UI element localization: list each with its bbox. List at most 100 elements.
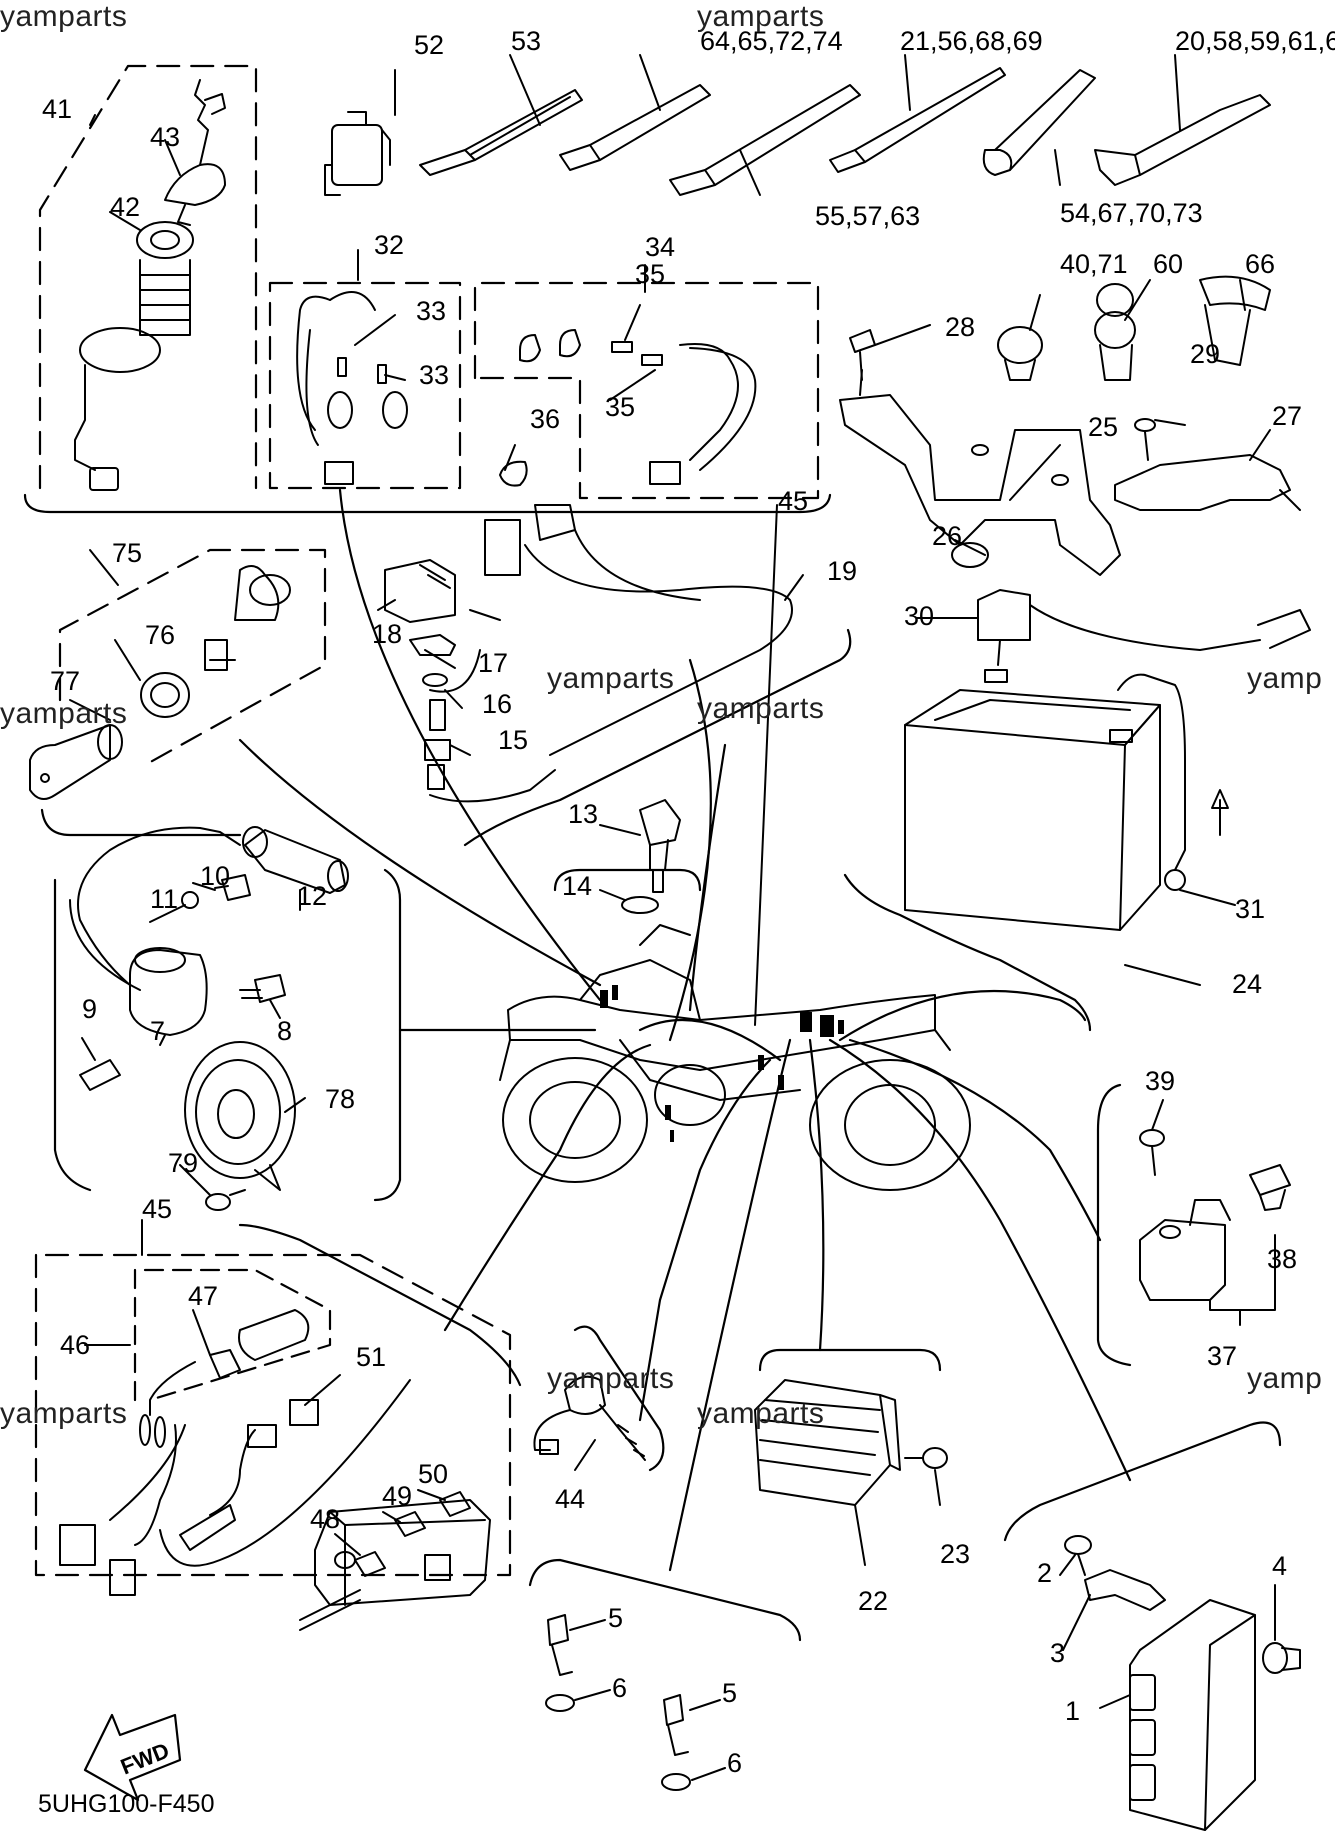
- callout-10: 10: [200, 861, 230, 891]
- diagram-code: 5UHG100-F450: [38, 1790, 215, 1818]
- screw-part-29: [1134, 418, 1156, 461]
- callout-44: 44: [555, 1484, 585, 1514]
- cable-tie-55: [669, 84, 861, 196]
- socket-part-75: [204, 565, 291, 671]
- screw-part-2: [1064, 1535, 1092, 1576]
- watermark-lower-right: yamp: [1247, 1362, 1323, 1395]
- washer-part-17: [422, 673, 448, 687]
- watermark-center: yamparts: [697, 692, 825, 725]
- callout-79: 79: [168, 1148, 198, 1178]
- bulb-socket-assy-32: [296, 291, 408, 485]
- switch-part-44: [533, 1375, 646, 1461]
- battery-part-24: [904, 669, 1161, 931]
- callout-64-65-72-74: 64,65,72,74: [700, 26, 843, 56]
- callout-8: 8: [277, 1016, 292, 1046]
- callout-34: 34: [645, 232, 675, 262]
- bracket-24: [843, 873, 1092, 1032]
- callout-45: 45: [778, 486, 808, 516]
- washer-part-14: [621, 896, 659, 914]
- callout-76: 76: [145, 620, 175, 650]
- callout-5: 5: [722, 1678, 737, 1708]
- callout-12: 12: [297, 881, 327, 911]
- callout-48: 48: [310, 1504, 340, 1534]
- group-outline-32: [268, 281, 462, 490]
- fuse-part-47: [149, 1309, 310, 1416]
- connector-part-52: [324, 111, 391, 196]
- relay-part-37: [1139, 1199, 1231, 1301]
- watermark-right-top: yamp: [1247, 662, 1323, 695]
- bolt-part-15: [424, 699, 451, 790]
- callout-3: 3: [1050, 1638, 1065, 1668]
- bolt-part-8: [239, 974, 286, 1003]
- relay-part-18: [384, 559, 501, 623]
- callout-6: 6: [727, 1748, 742, 1778]
- callout-1: 1: [1065, 1696, 1080, 1726]
- callout-54-67-70-73: 54,67,70,73: [1060, 198, 1203, 228]
- callout-29: 29: [1190, 339, 1220, 369]
- callout-78: 78: [325, 1084, 355, 1114]
- callout-2: 2: [1037, 1558, 1052, 1588]
- horn-part-78: [184, 1041, 296, 1191]
- group-outline-34: [473, 281, 820, 500]
- callout-40-71: 40,71: [1060, 249, 1128, 279]
- bolt-part-5b: [663, 1694, 689, 1756]
- callout-60: 60: [1153, 249, 1183, 279]
- watermark-lower-left: yamparts: [0, 1397, 128, 1430]
- watermark-lower-center: yamparts: [547, 1362, 675, 1395]
- callout-4: 4: [1272, 1551, 1287, 1581]
- callout-33: 33: [419, 360, 449, 390]
- callout-leaders: [69, 54, 1276, 1781]
- callout-51: 51: [356, 1342, 386, 1372]
- connector-part-51: [289, 1399, 319, 1426]
- clip-part-40: [997, 326, 1043, 381]
- callout-13: 13: [568, 799, 598, 829]
- callout-20-58-59-61-62: 20,58,59,61,62: [1175, 26, 1335, 56]
- clamp-part-16: [409, 634, 456, 656]
- callout-27: 27: [1272, 401, 1302, 431]
- rectifier-part-22: [754, 1379, 901, 1506]
- bracket-top: [23, 493, 832, 514]
- cable-part-31: [1117, 673, 1229, 891]
- bracket-44: [573, 1325, 665, 1472]
- callout-35: 35: [605, 392, 635, 422]
- watermark-top-left: yamparts: [0, 0, 128, 33]
- bolt-part-23: [904, 1447, 948, 1469]
- watermark-lower-center-2: yamparts: [697, 1397, 825, 1430]
- bracket-9: [53, 878, 92, 1192]
- fuse-box-part-45: [299, 1499, 491, 1631]
- washer-part-6b: [661, 1773, 691, 1791]
- bracket-5: [528, 1558, 802, 1642]
- bracket-part-3: [1084, 1569, 1166, 1611]
- callout-52: 52: [414, 30, 444, 60]
- callout-39: 39: [1145, 1066, 1175, 1096]
- main-switch-part-42: [74, 221, 194, 491]
- cap-part-77: [29, 724, 123, 800]
- bracket-45: [238, 1223, 522, 1387]
- callout-53: 53: [511, 26, 541, 56]
- callout-33: 33: [416, 296, 446, 326]
- cdi-unit-part-1: [1129, 1599, 1256, 1831]
- fuse-part-49: [394, 1511, 426, 1537]
- washer-part-11: [181, 891, 199, 909]
- callout-22: 22: [858, 1586, 888, 1616]
- wire-harness-part-19: [429, 504, 793, 803]
- callout-42: 42: [110, 192, 140, 222]
- callout-75: 75: [112, 538, 142, 568]
- callout-11: 11: [150, 884, 178, 914]
- bracket-75: [40, 808, 242, 837]
- sensor-part-13: [639, 799, 681, 893]
- bracket-part-27: [1114, 454, 1301, 511]
- callout-43: 43: [150, 122, 180, 152]
- bracket-22: [758, 1348, 942, 1372]
- watermark-left-mid: yamparts: [0, 697, 128, 730]
- callout-49: 49: [382, 1481, 412, 1511]
- callout-21-56-68-69: 21,56,68,69: [900, 26, 1043, 56]
- callout-77: 77: [50, 666, 80, 696]
- ignition-coil-part-7: [69, 826, 208, 1036]
- watermark-top-center: yamparts: [697, 0, 825, 33]
- bracket-19: [463, 628, 852, 847]
- damper-part-26: [951, 542, 989, 568]
- fuse-part-38: [1249, 1164, 1291, 1211]
- callout-9: 9: [82, 994, 97, 1024]
